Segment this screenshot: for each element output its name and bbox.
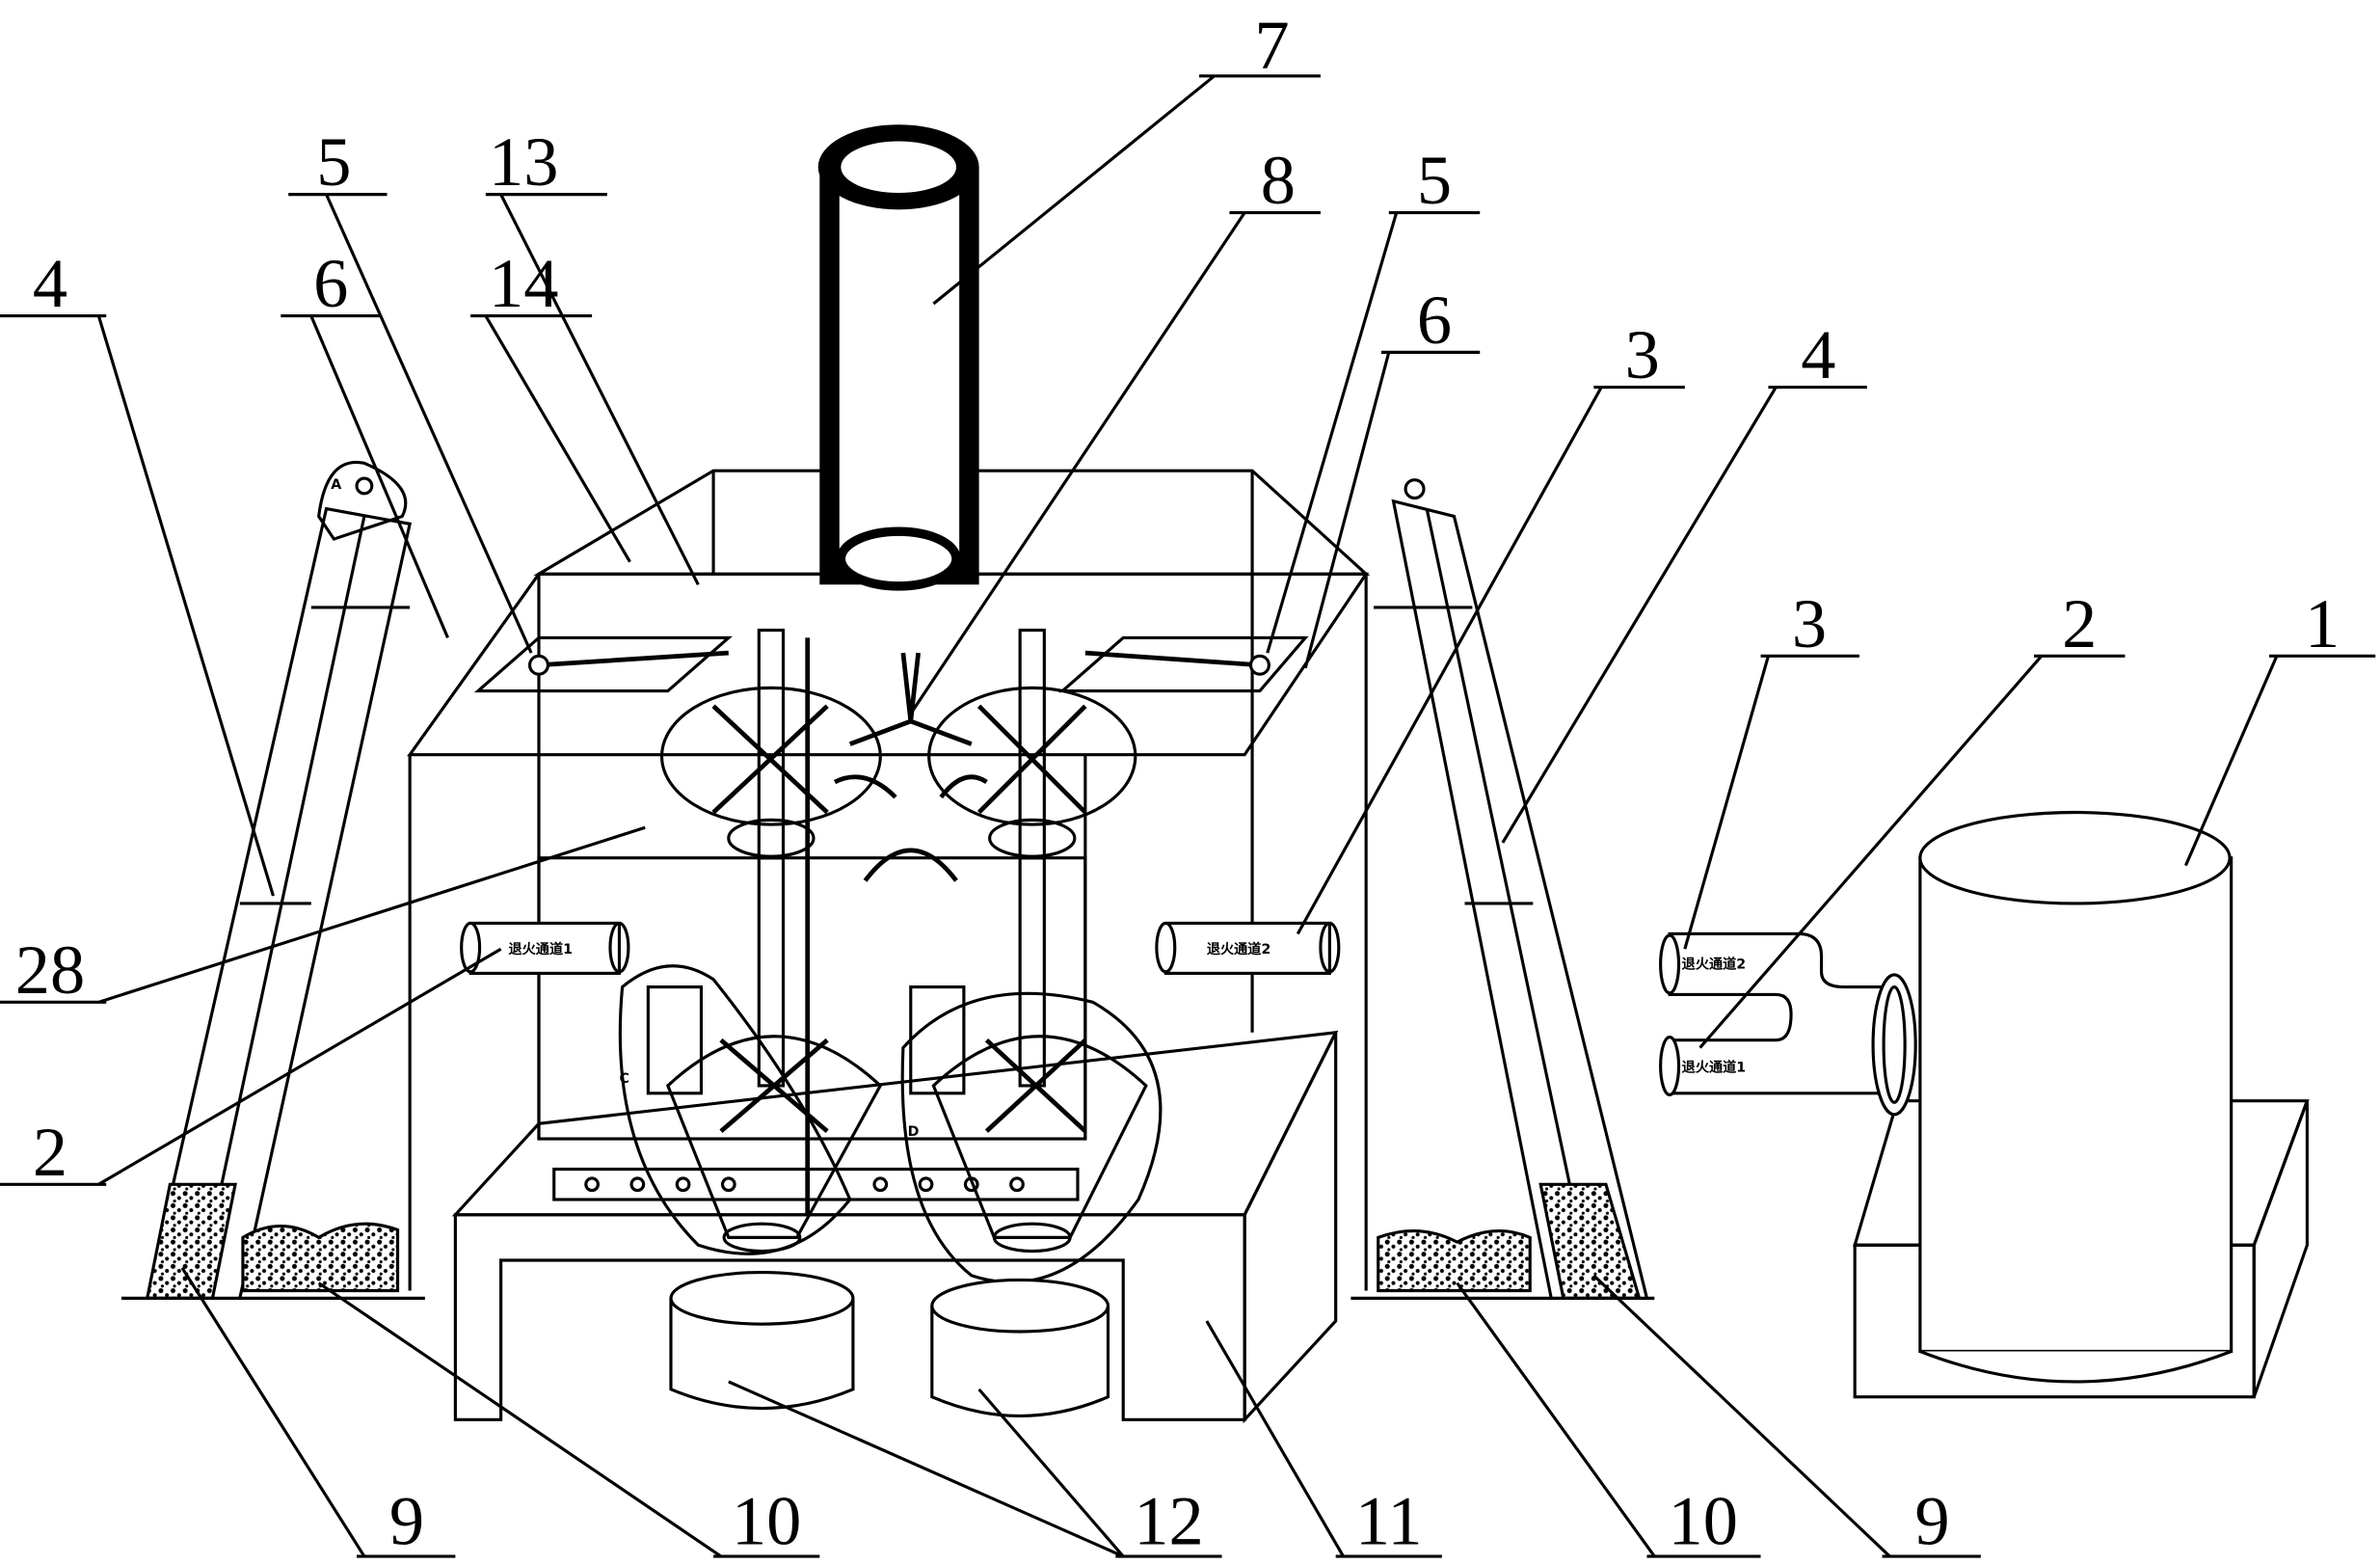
lower-mixers: C D [618,637,1163,1284]
label-14: 14 [489,244,558,322]
mark-c: C [619,1071,628,1087]
label-4-left: 4 [33,244,67,322]
label-3-right: 3 [1792,584,1827,662]
label-7: 7 [1254,6,1289,84]
mark-d: D [908,1124,920,1140]
label-13: 13 [489,122,558,201]
branch-1-label: 退火通道1 [1682,1060,1746,1076]
label-6-left: 6 [313,244,348,322]
label-4-right: 4 [1801,315,1835,393]
exhaust-pipe [817,124,979,591]
label-8: 8 [1261,141,1296,219]
channel-2-label: 退火通道2 [1207,941,1270,957]
base-table [451,1030,1339,1424]
label-11: 11 [1355,1481,1423,1559]
main-chamber [407,469,1371,1291]
channel-1: 退火通道1 [460,921,630,975]
label-28: 28 [15,930,85,1009]
left-stand: A [120,460,425,1300]
label-10-right: 10 [1669,1481,1738,1559]
label-6-right: 6 [1417,281,1452,359]
label-10-left: 10 [732,1481,801,1559]
label-2-left: 2 [33,1113,67,1191]
furnace: 退火通道2 退火通道1 [1659,810,2310,1399]
channel-1-label: 退火通道1 [508,941,572,957]
label-3-mid: 3 [1625,315,1660,393]
label-5-left: 5 [316,122,351,201]
label-12: 12 [1134,1481,1203,1559]
reference-numerals: 7 13 5 14 6 4 8 5 6 3 4 3 2 1 28 2 9 10 … [15,6,2340,1560]
label-9-right: 9 [1914,1481,1949,1559]
label-5-right: 5 [1417,141,1452,219]
bins [669,1271,1110,1417]
label-9-left: 9 [389,1481,424,1559]
label-1: 1 [2305,584,2340,662]
right-stand [1350,478,1655,1300]
mark-a: A [331,477,341,493]
channel-2: 退火通道2 [1155,921,1341,975]
leader-lines [0,74,2376,1558]
nozzle-bar [552,1167,1080,1201]
label-2-right: 2 [2062,584,2097,662]
branch-2-label: 退火通道2 [1682,957,1746,973]
